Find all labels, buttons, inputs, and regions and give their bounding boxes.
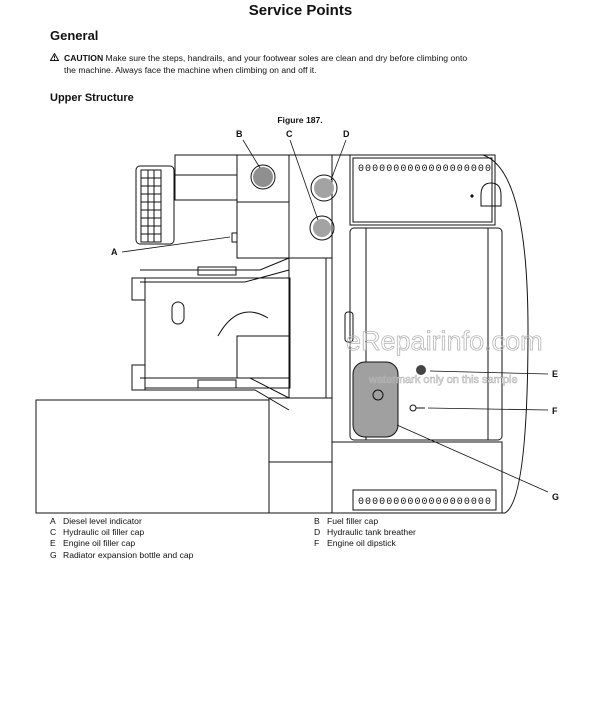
warning-triangle-icon [49,52,64,64]
callout-e: E [552,369,558,379]
caution-notice: CAUTION Make sure the steps, handrails, … [49,52,570,76]
filter-marks-top: 0000000000000000000 [358,164,491,175]
handle-outline [480,182,502,207]
upper-structure-diagram: 0000000000000000000 0000000000000000000 … [35,129,559,514]
engine-block-outline [174,154,333,259]
caution-text-line1: Make sure the steps, handrails, and your… [105,53,468,63]
watermark-main: eRepairinfo.com [346,326,543,356]
hydraulic-tank-breather [310,174,338,202]
right-housing-outline [332,154,529,514]
subheading-upper-structure: Upper Structure [50,92,134,104]
fuel-filler-cap [250,164,276,190]
radiator-grille [135,165,175,245]
callout-f: F [552,406,558,416]
callout-g: G [552,492,559,502]
callout-b: B [236,129,243,139]
caution-label: CAUTION [64,53,104,63]
filter-marks-bottom: 0000000000000000000 [358,497,491,508]
caution-text-line2: the machine. Always face the machine whe… [64,65,317,75]
callout-c: C [286,129,293,139]
section-heading-general: General [50,28,99,43]
figure-title: Figure 187. [277,115,323,125]
callout-d: D [343,129,350,139]
cab-outline [35,399,270,514]
diesel-level-indicator [231,232,238,243]
engine-oil-filler-cap [416,365,426,375]
engine-oil-dipstick [409,404,417,412]
hydraulic-oil-filler-cap [309,215,335,241]
callout-a: A [111,247,118,257]
watermark-sub: watermark only on this sample [368,374,518,386]
page-title: Service Points [248,2,353,19]
